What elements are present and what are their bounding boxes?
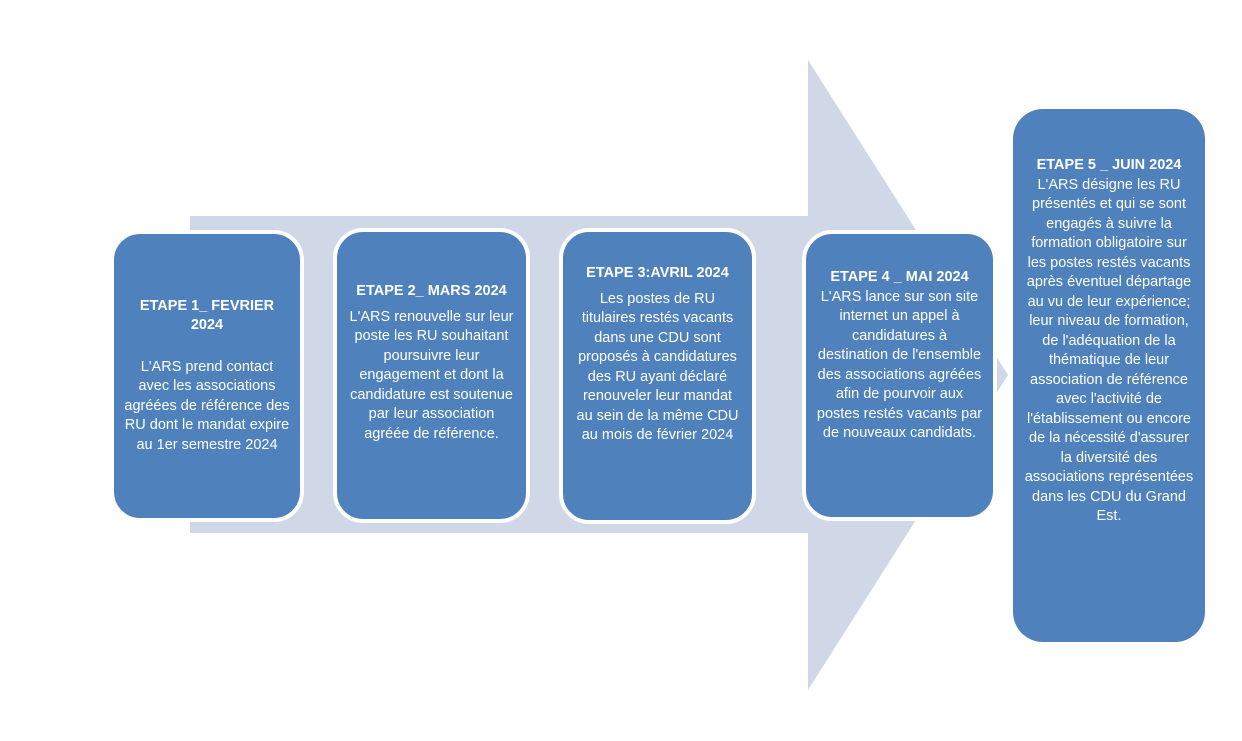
step-1-text: L'ARS prend contact avec les association… <box>124 358 290 453</box>
step-4-title: ETAPE 4 _ MAI 2024 <box>830 269 969 285</box>
step-5-text: L'ARS désigne les RU présentés et qui se… <box>1024 176 1194 525</box>
step-3-box: ETAPE 3:AVRIL 2024 Les postes de RU titu… <box>559 228 756 524</box>
step-2-text: L'ARS renouvelle sur leur poste les RU s… <box>349 308 514 442</box>
step-3-text: Les postes de RU titulaires restés vacan… <box>576 290 739 444</box>
step-2-title: ETAPE 2_ MARS 2024 <box>356 283 507 299</box>
step-5-box: ETAPE 5 _ JUIN 2024 L'ARS désigne les RU… <box>1013 109 1205 642</box>
step-1-title: ETAPE 1_ FEVRIER 2024 <box>139 297 275 334</box>
step-2-box: ETAPE 2_ MARS 2024 L'ARS renouvelle sur … <box>333 228 530 523</box>
step-4-box: ETAPE 4 _ MAI 2024 L'ARS lance sur son s… <box>802 230 997 521</box>
step-4-text: L'ARS lance sur son site internet un app… <box>816 288 983 442</box>
step-5-title: ETAPE 5 _ JUIN 2024 <box>1036 157 1182 173</box>
step-3-title: ETAPE 3:AVRIL 2024 <box>586 265 729 281</box>
step-1-box: ETAPE 1_ FEVRIER 2024 L'ARS prend contac… <box>110 230 304 522</box>
